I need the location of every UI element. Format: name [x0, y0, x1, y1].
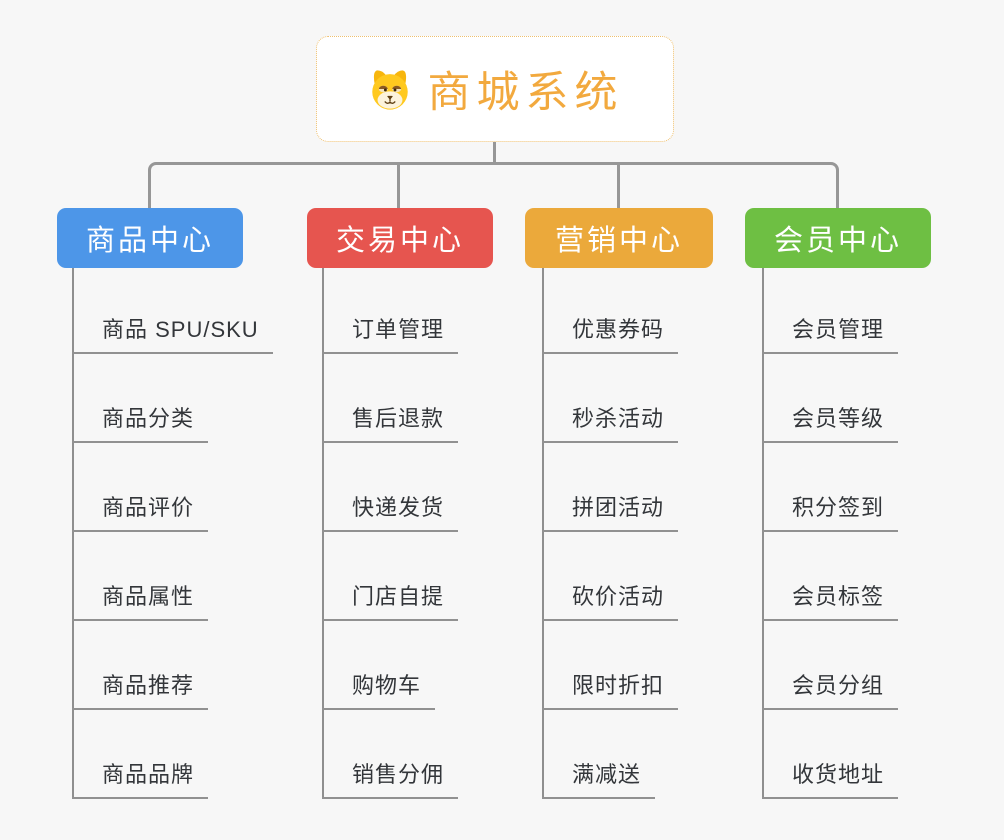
trunk-line-product	[72, 268, 74, 799]
leaf-item[interactable]: 销售分佣	[322, 749, 459, 799]
trunk-line-trade	[322, 268, 324, 799]
leaf-item[interactable]: 会员等级	[762, 393, 899, 443]
leaf-item[interactable]: 快递发货	[322, 482, 459, 532]
branch-node-trade[interactable]: 交易中心	[307, 208, 493, 268]
root-node[interactable]: 商城系统	[316, 36, 674, 142]
leaf-item[interactable]: 订单管理	[322, 304, 459, 354]
branch-node-marketing[interactable]: 营销中心	[525, 208, 713, 268]
connector-drop-trade	[397, 164, 400, 208]
leaf-item[interactable]: 会员管理	[762, 304, 899, 354]
trunk-line-member	[762, 268, 764, 799]
leaf-item[interactable]: 拼团活动	[542, 482, 679, 532]
leaf-item[interactable]: 满减送	[542, 749, 656, 799]
connector-drop-marketing	[617, 164, 620, 208]
root-connector-stub	[493, 142, 496, 162]
leaf-item[interactable]: 购物车	[322, 660, 436, 710]
branch-node-product[interactable]: 商品中心	[57, 208, 243, 268]
root-title: 商城系统	[427, 69, 624, 117]
leaf-item[interactable]: 商品推荐	[72, 660, 209, 710]
leaf-item[interactable]: 商品分类	[72, 393, 209, 443]
leaf-item[interactable]: 积分签到	[762, 482, 899, 532]
leaf-item[interactable]: 商品品牌	[72, 749, 209, 799]
leaf-item[interactable]: 会员分组	[762, 660, 899, 710]
branch-node-member[interactable]: 会员中心	[745, 208, 931, 268]
leaf-item[interactable]: 优惠券码	[542, 304, 679, 354]
leaf-item[interactable]: 收货地址	[762, 749, 899, 799]
connector-rail	[148, 162, 839, 211]
dog-icon	[371, 70, 408, 110]
trunk-line-marketing	[542, 268, 544, 799]
leaf-item[interactable]: 会员标签	[762, 571, 899, 621]
leaf-item[interactable]: 售后退款	[322, 393, 459, 443]
leaf-item[interactable]: 秒杀活动	[542, 393, 679, 443]
leaf-item[interactable]: 限时折扣	[542, 660, 679, 710]
leaf-item[interactable]: 门店自提	[322, 571, 459, 621]
leaf-item[interactable]: 砍价活动	[542, 571, 679, 621]
leaf-item[interactable]: 商品属性	[72, 571, 209, 621]
leaf-item[interactable]: 商品评价	[72, 482, 209, 532]
leaf-item[interactable]: 商品 SPU/SKU	[72, 304, 273, 354]
